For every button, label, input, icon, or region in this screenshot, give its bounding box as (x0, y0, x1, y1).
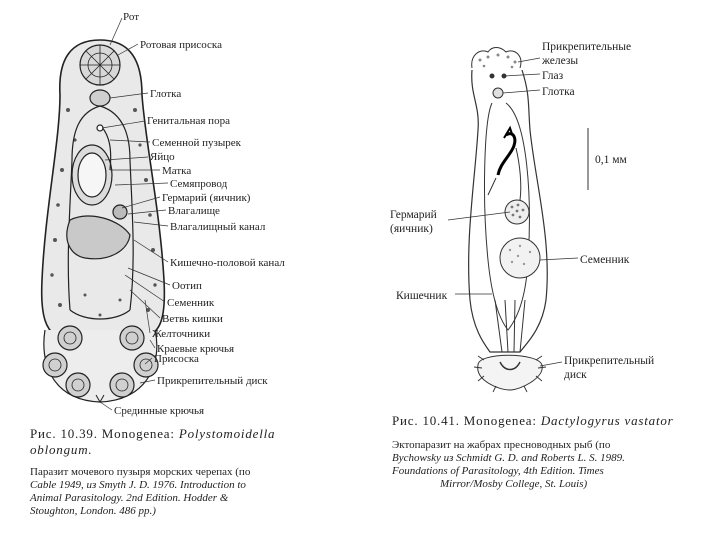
left-caption-body: Паразит мочевого пузыря морских черепах … (30, 466, 330, 518)
left-caption-title: Рис. 10.39. Monogenea: Polystomoidella o… (30, 426, 330, 458)
left-caption-line: Animal Parasitology. 2nd Edition. Hodder… (30, 492, 330, 505)
label-oral-sucker: Ротовая присоска (140, 39, 222, 51)
left-caption-line: Паразит мочевого пузыря морских черепах … (30, 466, 330, 479)
label-attachment-glands-2: железы (541, 55, 578, 67)
label-germarium: Гермарий (яичник) (162, 192, 251, 204)
label-vas-deferens: Семяпровод (170, 178, 228, 190)
label-median-hooks: Срединные крючья (114, 405, 204, 417)
label-pharynx: Глотка (150, 88, 181, 100)
left-caption-title-plain: Рис. 10.39. Monogenea: (30, 426, 179, 441)
right-caption-line: Mirror/Mosby College, St. Louis) (392, 478, 718, 491)
label-eye: Глаз (542, 70, 564, 82)
label-germarium-right-1: Гермарий (390, 209, 437, 221)
label-uterus: Матка (162, 165, 191, 177)
polystomoidella-drawing (42, 40, 165, 402)
label-sucker: Присоска (154, 353, 199, 365)
label-pharynx-right: Глотка (542, 86, 575, 98)
label-germarium-right-2: (яичник) (390, 223, 433, 235)
label-intestine-right: Кишечник (396, 290, 448, 302)
label-genital-pore: Генитальная пора (147, 115, 230, 127)
label-mouth: Рот (123, 11, 139, 23)
label-attachment-glands-1: Прикрепительные (542, 41, 631, 53)
label-vaginal-canal: Влагалищный канал (170, 221, 266, 233)
right-caption-title: Рис. 10.41. Monogenea: Dactylogyrus vast… (392, 413, 718, 429)
label-attachment-disc: Прикрепительный диск (157, 375, 268, 387)
label-ootype: Оотип (172, 280, 202, 292)
label-attachment-disc-right-1: Прикрепительный (564, 355, 654, 367)
right-caption-line: Bychowsky из Schmidt G. D. and Roberts L… (392, 452, 718, 465)
label-testis-right: Семенник (580, 254, 630, 266)
right-caption-body: Эктопаразит на жабрах пресноводных рыб (… (392, 439, 718, 491)
label-testis: Семенник (167, 297, 215, 309)
left-caption-line: Cable 1949, из Smyth J. D. 1976. Introdu… (30, 479, 330, 492)
right-caption: Рис. 10.41. Monogenea: Dactylogyrus vast… (392, 413, 718, 491)
label-intestine-branch: Ветвь кишки (162, 313, 223, 325)
left-caption-line: Stoughton, London. 486 pp.) (30, 505, 330, 518)
label-seminal-vesicle: Семенной пузырек (152, 137, 242, 149)
right-caption-title-plain: Рис. 10.41. Monogenea: (392, 413, 541, 428)
right-caption-title-italic: Dactylogyrus vastator (541, 413, 674, 428)
label-egg: Яйцо (150, 151, 175, 163)
label-vagina: Влагалище (168, 205, 220, 217)
label-genito-intestinal-canal: Кишечно-половой канал (170, 257, 285, 269)
right-caption-line: Foundations of Parasitology, 4th Edition… (392, 465, 718, 478)
label-attachment-disc-right-2: диск (564, 369, 587, 381)
left-caption: Рис. 10.39. Monogenea: Polystomoidella o… (30, 426, 330, 518)
label-scale: 0,1 мм (595, 154, 628, 166)
right-caption-line: Эктопаразит на жабрах пресноводных рыб (… (392, 439, 718, 452)
dactylogyrus-drawing (469, 48, 548, 393)
label-vitellaria: Желточники (152, 328, 210, 340)
